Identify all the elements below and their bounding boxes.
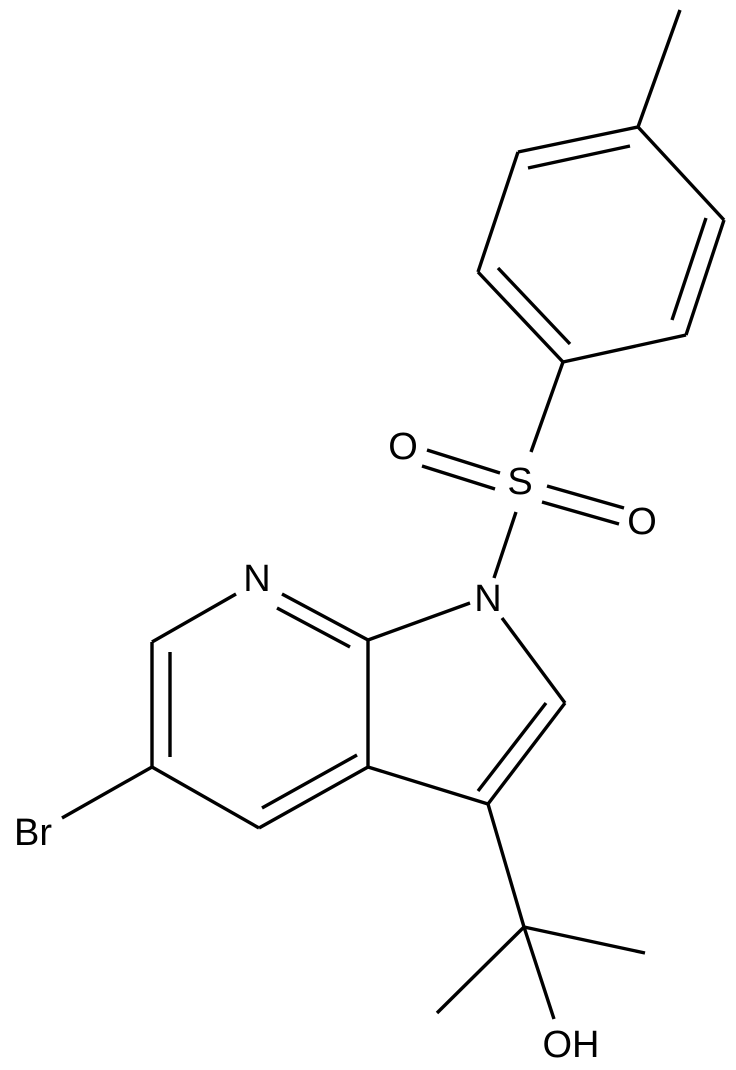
bond-pyridine-c7a-n [281,592,369,642]
bond-quaternary-methyl-right [523,925,646,955]
bond-tolyl-4 [562,333,687,364]
bond-pyrrole-c2-c3 [486,701,567,806]
bond-sulfur-oxygen-left-a [426,448,501,475]
bond-tolyl-3-inner [496,266,572,346]
bond-sulfur-oxygen-right-a [546,484,625,510]
bond-carbon-bromine [61,765,153,820]
oxygen-label-right: O [627,501,657,543]
bond-pyridine-c5-c4 [151,765,260,830]
bond-tolyl-1-inner [527,144,631,170]
sulfur-label: S [507,461,532,503]
pyridine-nitrogen-label: N [243,558,270,600]
bond-methyl [636,9,682,128]
bromine-label: Br [14,812,52,854]
pyridine-ring [150,592,369,830]
bond-pyrrole-c7a-n [367,601,471,642]
bond-sulfur-oxygen-left-b [421,464,496,491]
hydroxyl-label: OH [543,1024,600,1066]
bond-tolyl-3 [476,270,565,364]
oxygen-label-left: O [388,426,418,468]
bond-pyrrole-n-c2 [500,616,567,705]
bond-pyridine-c7a-n-inner [276,606,351,649]
bond-tolyl-1 [517,125,639,154]
bond-c3-quaternary [486,803,526,928]
bond-pyrrole-c2-c3-inner [476,701,548,793]
bond-tolyl-2 [476,151,520,273]
hydroxypropyl-group [435,803,646,1020]
sulfonyl-group [421,361,625,579]
bond-sulfur-nitrogen [492,511,518,579]
bond-pyridine-n-c6 [151,592,237,644]
bond-sulfur-oxygen-right-b [541,500,620,526]
bond-ring-sulfur [529,361,565,453]
bond-quaternary-hydroxyl [522,926,556,1020]
bond-tolyl-6 [636,125,726,222]
bond-pyrrole-c3-c3a [367,765,489,806]
bond-tolyl-5-inner [670,217,708,321]
bond-pyridine-c4-c3a-inner [261,753,358,810]
pyrrole-nitrogen-label: N [474,578,501,620]
bond-pyridine-c4-c3a [258,765,369,830]
pyrrole-ring [366,601,567,806]
tolyl-group [476,9,726,364]
bond-quaternary-methyl-left [435,925,526,1015]
bond-tolyl-5 [684,219,726,336]
